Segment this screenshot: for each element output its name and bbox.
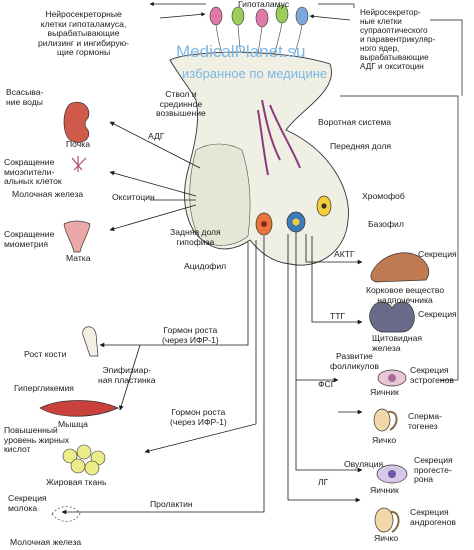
label-portal-system: Воротная система xyxy=(318,117,392,127)
label-androgen-secretion: Секреция андрогенов xyxy=(410,507,456,527)
label-milk-secretion: Секреция молока xyxy=(8,493,47,513)
label-neurosecretory-left: Нейросекреторные клетки гипоталамуса, вы… xyxy=(38,9,130,58)
label-epiphyseal-plate: Эпифизиар- ная пластинка xyxy=(98,365,156,385)
label-uterus: Матка xyxy=(66,253,91,263)
label-kidney: Почка xyxy=(66,139,90,149)
myoepithelial xyxy=(71,156,87,172)
label-lh: ЛГ xyxy=(318,477,329,487)
label-hypothalamus: Гипоталамус xyxy=(238,0,290,9)
label-adipose-tissue: Жировая ткань xyxy=(46,477,107,487)
portal-vessels xyxy=(257,99,301,176)
label-growth-hormone-1: Гормон роста (через ИФР-1) xyxy=(162,325,219,345)
bone xyxy=(82,326,99,357)
label-oxytocin: Окситоцин xyxy=(112,192,155,202)
label-anterior-lobe: Передняя доля xyxy=(330,141,392,151)
label-estrogen-secretion: Секреция эстрогенов xyxy=(410,365,454,385)
label-myometrium: Сокращение миометрия xyxy=(4,229,55,249)
label-posterior-lobe: Задняя доля гипофиза xyxy=(170,227,221,247)
posterior-lobe xyxy=(189,143,251,246)
label-secretion-acth: Секреция xyxy=(418,249,457,259)
label-testis-2: Яичко xyxy=(374,533,399,543)
label-thyroid: Щитовидная железа xyxy=(372,333,423,353)
watermark-subtitle: избранное по медицине xyxy=(182,66,328,81)
label-mammary-gland-1: Молочная железа xyxy=(12,189,84,199)
label-water-absorption: Всасыва- ние воды xyxy=(6,87,44,107)
label-ovary-2: Яичник xyxy=(370,485,399,495)
testis-2 xyxy=(374,507,394,533)
label-fsh: ФСГ xyxy=(318,379,336,389)
label-neurosecretory-right: Нейросекретор- ные клетки супраоптическо… xyxy=(360,8,436,71)
label-prolactin: Пролактин xyxy=(150,499,193,509)
testis-1 xyxy=(373,408,391,432)
label-progesterone-secretion: Секреция прогесте- рона xyxy=(414,455,453,485)
label-bone-growth: Рост кости xyxy=(24,349,67,359)
watermark-title: MedicalPlanet.su xyxy=(176,42,306,61)
label-chromophobe: Хромофоб xyxy=(362,191,405,201)
label-ovary-1: Яичник xyxy=(370,387,399,397)
adrenal-cortex xyxy=(370,252,430,283)
label-spermatogenesis: Сперма- тогенез xyxy=(408,411,442,431)
label-mammary-gland-2: Молочная железа xyxy=(10,537,82,547)
label-basophil: Базофил xyxy=(368,219,404,229)
label-acidophil: Ацидофил xyxy=(184,261,227,271)
label-muscle: Мышца xyxy=(58,419,88,429)
uterus xyxy=(63,220,91,253)
label-myoepithelial: Сокращение миоэпители- альных клеток xyxy=(4,157,62,187)
label-stalk: Ствол и срединное возвышение xyxy=(156,89,206,119)
mammary-gland xyxy=(51,506,81,522)
label-fatty-acids: Повышенный уровень жирных кислот xyxy=(4,425,70,455)
label-testis-1: Яичко xyxy=(372,435,397,445)
thyroid-gland xyxy=(369,301,415,333)
adipose-tissue xyxy=(62,444,106,476)
kidney xyxy=(63,101,90,143)
label-adrenal-cortex: Корковое вещество надпочечника xyxy=(366,285,445,305)
label-growth-hormone-2: Гормон роста (через ИФР-1) xyxy=(170,407,227,427)
label-adh: АДГ xyxy=(148,131,165,141)
label-acth: АКТГ xyxy=(334,249,355,259)
label-ovulation: Овуляция xyxy=(344,459,384,469)
label-hyperglycemia: Гипергликемия xyxy=(14,383,74,393)
label-tsh: ТТГ xyxy=(330,311,346,321)
muscle xyxy=(39,400,119,417)
label-secretion-tsh: Секреция xyxy=(418,309,457,319)
label-follicle-development: Развитие фолликулов xyxy=(330,351,379,371)
